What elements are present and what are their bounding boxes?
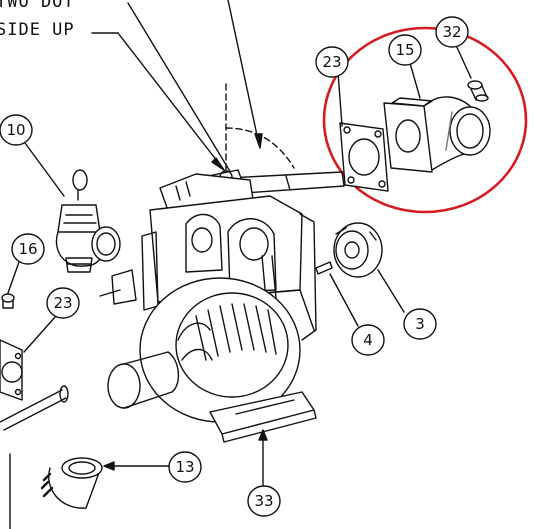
callout-23-top-label: 23 (322, 53, 341, 71)
handle (227, 171, 345, 195)
callout-23-left (46, 287, 80, 319)
note-line-1: TWO DOT (0, 0, 75, 12)
base-33 (209, 391, 317, 443)
callout-10-label: 10 (6, 121, 25, 139)
note-leaders (91, 0, 263, 179)
side-lever (99, 269, 137, 305)
callout-23-top (315, 46, 349, 78)
callout-10 (0, 114, 33, 146)
rotation-guide (225, 83, 295, 191)
pump-housing (139, 277, 301, 423)
gasket-23-left (0, 339, 23, 401)
gasket-23-top (339, 122, 389, 192)
elbow-13 (40, 457, 103, 509)
long-bolt (0, 385, 69, 431)
elbow-15 (383, 96, 491, 173)
callout-13 (168, 451, 202, 483)
callout-3-label: 3 (415, 315, 425, 333)
callout-32 (435, 16, 469, 48)
callout-15-label: 15 (395, 41, 414, 59)
callout-leaders (7, 42, 472, 486)
note-line-2: SIDE UP (0, 20, 75, 40)
pump-body (141, 169, 317, 341)
callout-23-left-label: 23 (53, 294, 72, 312)
callout-4-label: 4 (363, 331, 373, 349)
highlight-circle (322, 26, 528, 214)
callout-13-label: 13 (175, 458, 194, 476)
key-4 (315, 261, 333, 275)
callout-33-label: 33 (254, 492, 273, 510)
pulley-3 (333, 222, 383, 278)
callout-16-label: 16 (18, 240, 37, 258)
callout-16 (11, 233, 45, 265)
callout-33 (247, 485, 281, 517)
callout-15 (388, 34, 422, 66)
relief-valve-10 (55, 169, 121, 273)
callout-4 (351, 324, 385, 356)
bolt-32 (467, 80, 489, 102)
fitting-16 (1, 293, 15, 309)
shaft-nose (107, 351, 179, 409)
callout-3 (403, 308, 437, 340)
callout-32-label: 32 (442, 23, 461, 41)
